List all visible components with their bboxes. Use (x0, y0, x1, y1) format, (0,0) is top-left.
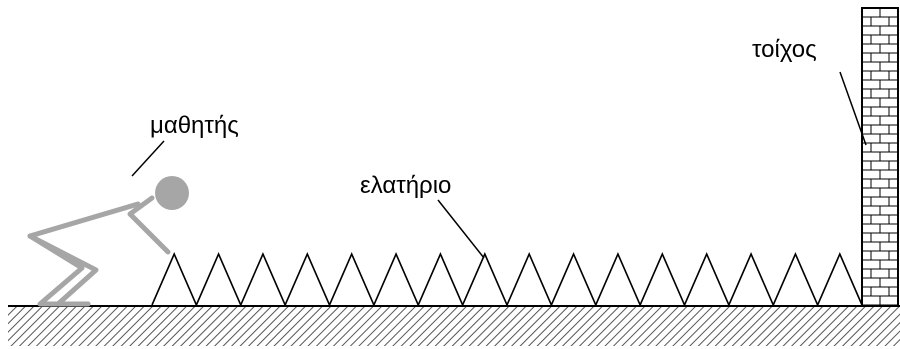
ground-hatching (8, 306, 900, 346)
wall-label: τοίχος (752, 36, 817, 63)
student-arm (127, 195, 171, 255)
wall (861, 7, 899, 307)
spring-leader-line (437, 199, 485, 259)
student-leg-back (27, 233, 91, 307)
student-head (155, 176, 189, 210)
student-torso (27, 201, 141, 239)
wall-leader-line (839, 71, 867, 146)
student-figure (27, 195, 171, 307)
student-leg-front (27, 233, 99, 307)
spring (151, 251, 863, 308)
student-label: μαθητής (150, 112, 239, 139)
student-leader-line (131, 140, 165, 177)
wall-bricks (862, 8, 898, 306)
spring-label: ελατήριο (360, 172, 451, 199)
ground (8, 305, 900, 346)
